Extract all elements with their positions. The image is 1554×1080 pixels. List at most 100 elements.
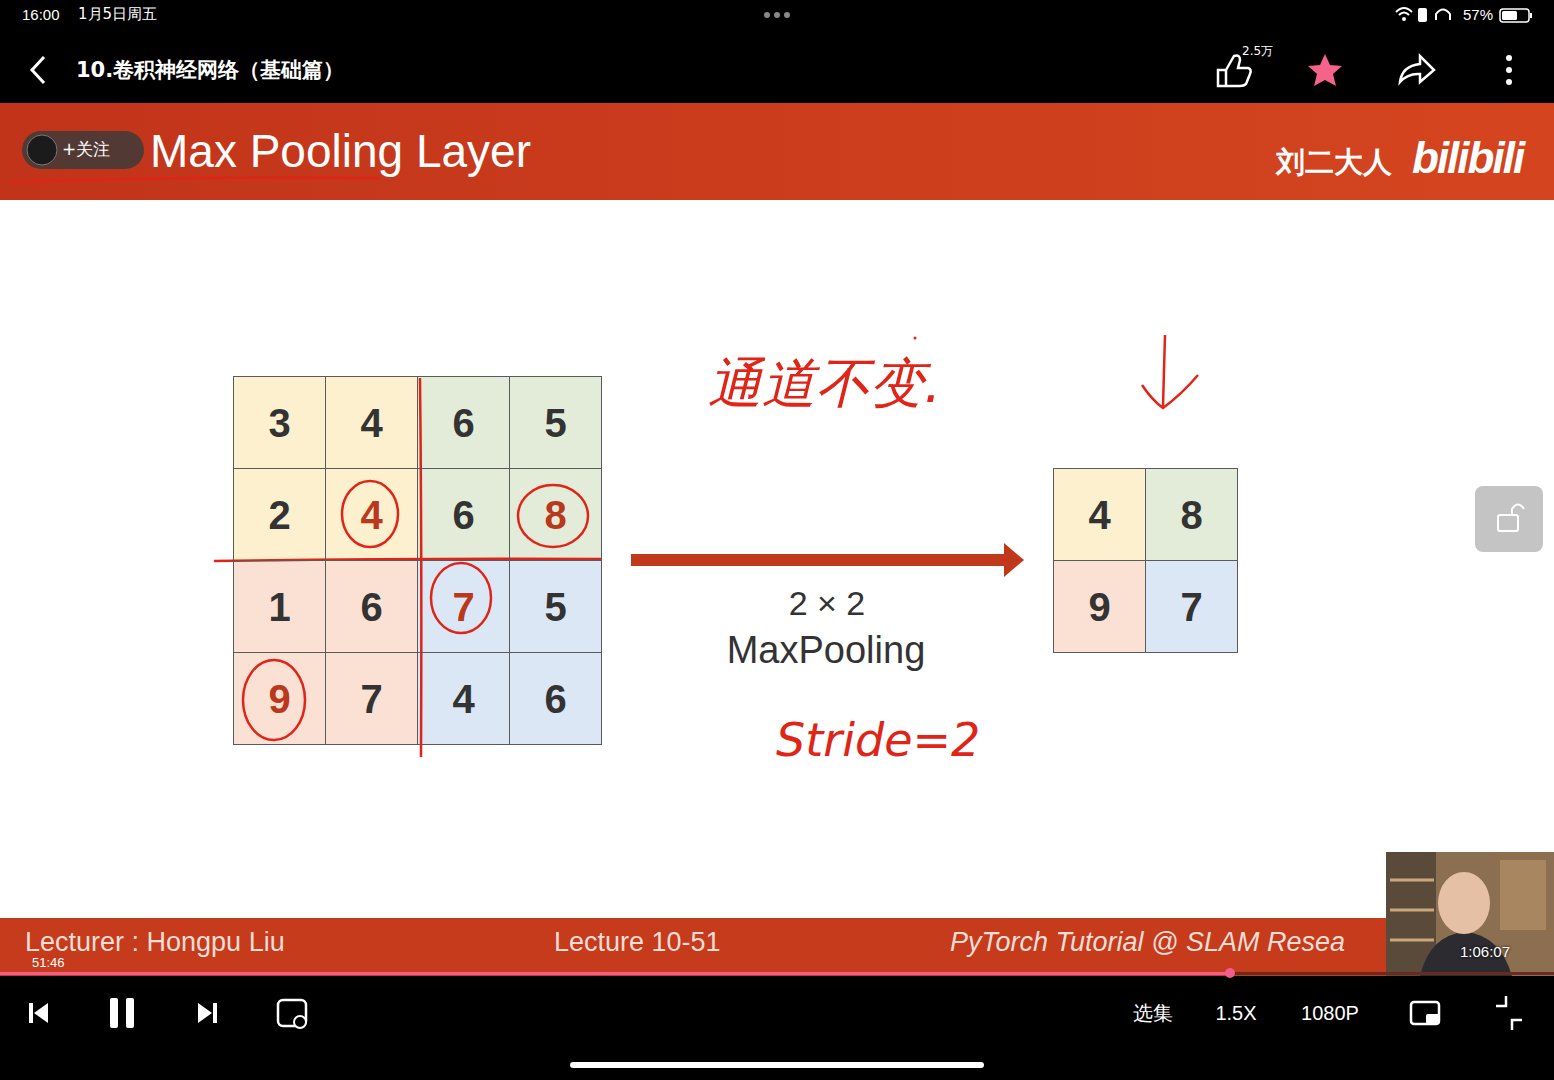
title-text: Max Pooling Layer xyxy=(150,125,531,177)
presenter-body xyxy=(1420,932,1512,976)
footer-course: PyTorch Tutorial @ SLAM Resea xyxy=(950,927,1345,958)
handwritten-note: 通道不变. xyxy=(708,353,941,415)
favorite-icon xyxy=(1308,54,1342,86)
quadrant-fill xyxy=(233,560,417,744)
cell-value: 8 xyxy=(544,495,566,535)
cell-value: 4 xyxy=(1088,495,1110,535)
cell-value: 4 xyxy=(360,403,382,443)
quality-button: 1080P xyxy=(1301,1002,1359,1025)
video-title-text: 10.卷积神经网络（基础篇） xyxy=(76,58,344,82)
operation-name-text: MaxPooling xyxy=(727,629,926,671)
output-cell: 4 xyxy=(1053,468,1146,561)
video-title: 10.卷积神经网络（基础篇） xyxy=(76,58,344,82)
bilibili-logo: bilibili xyxy=(1412,133,1523,184)
bookshelf xyxy=(1390,880,1434,940)
output-cell: 9 xyxy=(1053,560,1146,653)
progress-track xyxy=(0,972,1554,975)
fullscreen-exit-icon xyxy=(1496,996,1522,1030)
status-time: 16:00 xyxy=(22,6,60,23)
player-icons xyxy=(29,998,217,1028)
input-cell: 6 xyxy=(417,376,510,469)
like-icon xyxy=(1218,56,1251,87)
pip-icon xyxy=(1411,1002,1439,1024)
footer-lecture: Lecture 10-51 xyxy=(554,927,721,958)
cell-value: 6 xyxy=(360,587,382,627)
input-cell: 7 xyxy=(325,652,418,745)
input-cell: 1 xyxy=(233,560,326,653)
presenter-video xyxy=(1386,852,1554,976)
output-fill xyxy=(1053,468,1145,560)
input-cell: 4 xyxy=(325,468,418,561)
uploader-watermark-text: 刘二大人 xyxy=(1276,145,1392,179)
cell-value: 7 xyxy=(1180,587,1202,627)
cell-value: 4 xyxy=(360,495,382,535)
door xyxy=(1500,860,1546,930)
handwritten-note-text: 通道不变. xyxy=(708,352,941,415)
input-cell: 4 xyxy=(417,652,510,745)
quality-button-text: 1080P xyxy=(1301,1002,1359,1024)
follow-button-text: +关注 xyxy=(62,139,110,159)
duration-text: 1:06:07 xyxy=(1460,943,1510,960)
progress-played xyxy=(0,972,1230,975)
progress-knob xyxy=(1225,968,1235,978)
speed-button: 1.5X xyxy=(1215,1002,1256,1025)
handwritten-note: Stride=2 xyxy=(776,714,980,767)
episodes-button-text: 选集 xyxy=(1133,1001,1173,1025)
cell-value: 1 xyxy=(268,587,290,627)
handwritten-note-text: Stride=2 xyxy=(776,713,980,767)
kernel-size: 2 × 2 xyxy=(789,584,866,623)
cell-value: 5 xyxy=(544,403,566,443)
cell-value: 6 xyxy=(452,495,474,535)
lock-icon xyxy=(1498,515,1518,531)
follow-button: +关注 xyxy=(62,140,110,160)
output-fill xyxy=(1145,560,1237,652)
cell-value: 7 xyxy=(452,587,474,627)
status-date-text: 1月5日周五 xyxy=(78,5,157,23)
cell-value: 6 xyxy=(544,679,566,719)
cell-value: 5 xyxy=(544,587,566,627)
input-cell: 6 xyxy=(509,652,602,745)
handwritten-marks xyxy=(214,335,1198,757)
uploader-avatar xyxy=(27,135,57,165)
presenter-head xyxy=(1438,872,1490,934)
input-cell: 3 xyxy=(233,376,326,469)
cell-value: 6 xyxy=(452,403,474,443)
battery-level: 57% xyxy=(1463,6,1493,23)
current-time-text: 51:46 xyxy=(32,955,65,970)
quadrant-fill xyxy=(233,376,417,560)
operation-name: MaxPooling xyxy=(727,629,926,673)
home-indicator xyxy=(570,1062,984,1068)
cell-value: 9 xyxy=(268,679,290,719)
input-cell: 5 xyxy=(509,376,602,469)
title-underline xyxy=(12,178,380,183)
cell-value: 7 xyxy=(360,679,382,719)
output-fill xyxy=(1053,560,1145,652)
output-cell: 7 xyxy=(1145,560,1238,653)
input-cell: 5 xyxy=(509,560,602,653)
slide-banner xyxy=(0,103,1554,200)
slide-body xyxy=(0,200,1554,918)
quadrant-fill xyxy=(417,376,601,560)
cell-value: 3 xyxy=(268,403,290,443)
output-cell: 8 xyxy=(1145,468,1238,561)
pooling-arrow xyxy=(631,554,1006,566)
cell-value: 8 xyxy=(1180,495,1202,535)
like-count-text: 2.5万 xyxy=(1242,44,1273,58)
episodes-button: 选集 xyxy=(1133,1002,1173,1025)
input-cell: 7 xyxy=(417,560,510,653)
quadrant-fill xyxy=(417,560,601,744)
player-controls-bar xyxy=(0,976,1554,1080)
slide-footer xyxy=(0,918,1554,976)
status-date: 1月5日周五 xyxy=(78,6,157,23)
duration: 1:06:07 xyxy=(1460,943,1510,960)
input-cell: 6 xyxy=(417,468,510,561)
kernel-size-text: 2 × 2 xyxy=(789,584,866,622)
battery-level-text: 57% xyxy=(1463,6,1493,23)
pooling-arrowhead xyxy=(1004,543,1024,577)
footer-lecturer-text: Lecturer : Hongpu Liu xyxy=(25,927,285,957)
cell-value: 2 xyxy=(268,495,290,535)
input-cell: 2 xyxy=(233,468,326,561)
lock-icon xyxy=(1512,505,1524,516)
input-cell: 6 xyxy=(325,560,418,653)
follow-badge xyxy=(22,131,144,169)
